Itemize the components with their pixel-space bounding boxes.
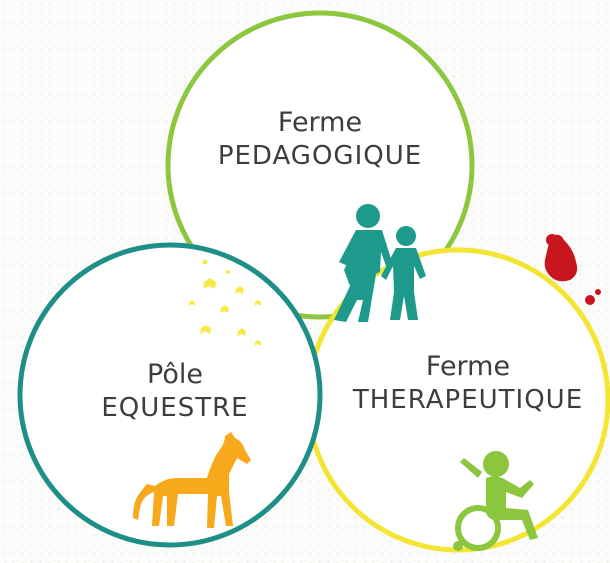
label-equestre-subtitle: EQUESTRE [101,392,249,423]
label-pedagogique-subtitle: PEDAGOGIQUE [217,140,423,171]
label-ferme-therapeutique: Ferme THERAPEUTIQUE [318,350,610,416]
label-ferme-pedagogique: Ferme PEDAGOGIQUE [185,106,455,172]
label-pedagogique-title: Ferme [277,107,363,138]
label-pole-equestre: Pôle EQUESTRE [60,358,290,424]
hen-icon [544,234,601,305]
horse-icon [133,432,251,528]
label-therapeutique-subtitle: THERAPEUTIQUE [352,384,584,415]
children-walking-icon [334,204,426,322]
circle-pedagogique [165,10,475,320]
circle-equestre [17,242,323,548]
label-therapeutique-title: Ferme [425,351,511,382]
label-equestre-title: Pôle [147,359,203,390]
wheelchair-user-icon [453,451,538,551]
stars-decoration [189,259,261,346]
